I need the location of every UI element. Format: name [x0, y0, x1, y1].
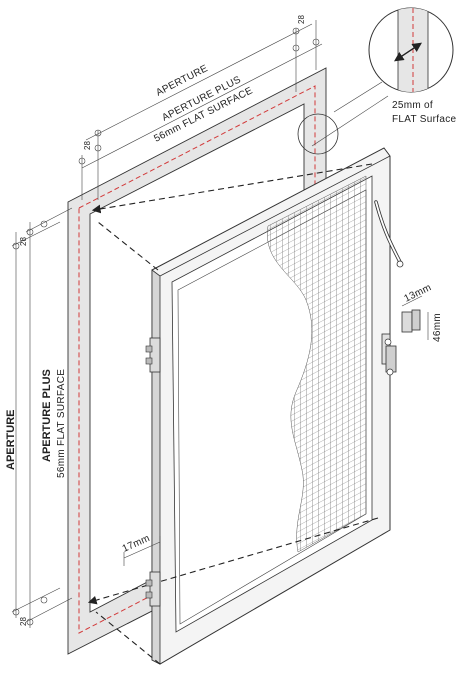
label-callout-line1: 25mm of	[392, 100, 433, 111]
label-callout-line2: FLAT Surface	[392, 114, 457, 125]
top-dimensions	[78, 20, 323, 200]
left-dimensions	[11, 207, 73, 628]
label-dim-46mm: 46mm	[432, 313, 443, 342]
door-mesh	[267, 175, 367, 553]
dim-17mm-marker	[123, 536, 161, 566]
label-dim-28-left-bottom: 28	[19, 617, 28, 626]
latch-assembly	[381, 309, 421, 376]
label-aperture-left: APERTURE	[5, 409, 17, 470]
label-dim-28-top-left: 28	[83, 141, 92, 150]
hinge-bottom	[145, 571, 161, 607]
label-dim-17mm: 17mm	[121, 533, 152, 555]
label-aperture-plus-left: APERTURE PLUS	[41, 369, 53, 462]
detail-callout	[297, 7, 454, 155]
screen-door	[151, 147, 391, 665]
hinge-top	[145, 337, 161, 373]
detail-magnifier	[368, 7, 454, 93]
detail-small-circle	[297, 113, 339, 155]
label-dim-28-left-top: 28	[19, 237, 28, 246]
label-flat-surface-left: 56mm FLAT SURFACE	[56, 369, 67, 478]
latch-dimensions	[401, 295, 429, 340]
label-dim-28-top-right: 28	[297, 15, 306, 24]
install-arrows	[87, 163, 379, 665]
label-dim-13mm: 13mm	[402, 282, 433, 305]
